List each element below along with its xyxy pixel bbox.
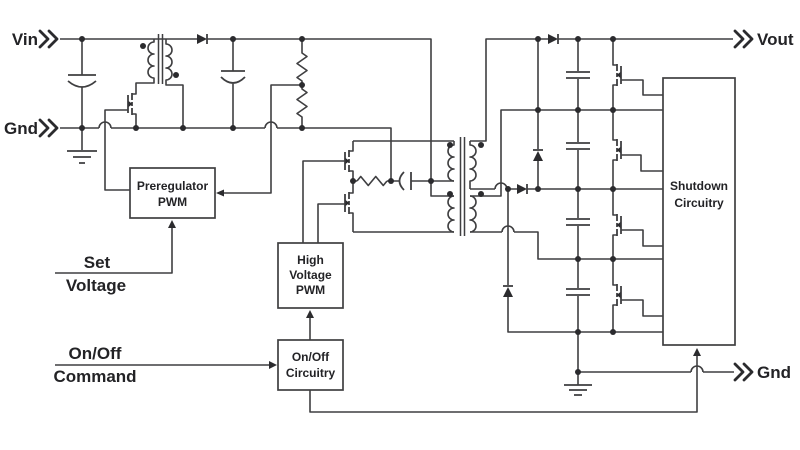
rectifier-diode-vout-rail [548, 34, 559, 44]
bulk-storage-capacitor [220, 39, 246, 128]
gnd-output-label: Gnd [757, 363, 791, 382]
phase-dot-icon [478, 191, 484, 197]
multiplier-capacitor-1 [566, 71, 590, 79]
phase-dot-icon [173, 72, 179, 78]
shutdown-circuitry-label-line2: Circuitry [674, 196, 724, 210]
main-transformer [447, 137, 484, 236]
junction-dots [79, 36, 616, 375]
multiplier-capacitor-3 [566, 218, 590, 226]
phase-dot-icon [140, 43, 146, 49]
set-voltage-line1: Set [84, 253, 111, 272]
vout-label: Vout [757, 30, 794, 49]
rectifier-diode-column-508 [503, 285, 513, 297]
series-mosfet-3 [612, 189, 622, 259]
resonant-capacitor [398, 171, 412, 191]
onoff-circuitry-label-line1: On/Off [292, 350, 330, 364]
ground-symbol-input [67, 128, 97, 164]
half-bridge-high-mosfet [344, 141, 354, 181]
rectifier-diode-mid-rail [517, 184, 528, 194]
shutdown-circuitry-label-line1: Shutdown [670, 179, 728, 193]
preregulator-pwm-box: Preregulator PWM [129, 167, 224, 228]
gnd-input-terminal: Gnd [4, 118, 59, 138]
chevron-right-icon [733, 362, 754, 382]
onoff-command-line1: On/Off [69, 344, 122, 363]
phase-dot-icon [478, 142, 484, 148]
onoff-command-arrowhead-icon [269, 361, 277, 369]
set-voltage-annotation: Set Voltage [66, 253, 126, 295]
preregulator-pwm-label-line1: Preregulator [137, 179, 209, 193]
preregulator-rectifier-diode [197, 34, 208, 44]
vout-terminal: Vout [733, 29, 794, 49]
onoff-command-line2: Command [53, 367, 136, 386]
shutdown-arrowhead-icon [693, 348, 701, 356]
feedback-arrowhead-icon [216, 189, 224, 197]
high-voltage-pwm-label-line2: Voltage [289, 268, 332, 282]
multiplier-capacitor-4 [566, 288, 590, 296]
series-mosfet-2 [612, 110, 622, 189]
ground-symbol-output [564, 384, 592, 396]
set-voltage-line2: Voltage [66, 276, 126, 295]
phase-dot-icon [447, 142, 453, 148]
input-filter-capacitor [67, 39, 97, 128]
series-mosfet-1 [612, 39, 622, 110]
high-voltage-pwm-label-line1: High [297, 253, 324, 267]
onoff-circuitry-label-line2: Circuitry [286, 366, 336, 380]
series-mosfet-4 [612, 259, 622, 332]
shutdown-circuitry-box: Shutdown Circuitry [662, 77, 736, 356]
chevron-right-icon [38, 118, 59, 138]
chevron-right-icon [38, 29, 59, 49]
high-voltage-pwm-label-line3: PWM [296, 283, 325, 297]
set-voltage-arrowhead-icon [168, 220, 176, 228]
onoff-command-annotation: On/Off Command [53, 344, 277, 386]
high-voltage-pwm-box: High Voltage PWM [277, 242, 344, 309]
vin-terminal: Vin [12, 29, 59, 49]
phase-dot-icon [447, 191, 453, 197]
resonant-resistor [356, 175, 388, 187]
wires [55, 38, 734, 413]
preregulator-transformer [132, 34, 184, 128]
onoff-circuitry-box: On/Off Circuitry [277, 310, 344, 391]
preregulator-mosfet [127, 93, 137, 128]
half-bridge-low-mosfet [344, 181, 354, 232]
multiplier-capacitor-2 [566, 142, 590, 150]
onoff-to-pwm-arrowhead-icon [306, 310, 314, 318]
rectifier-diode-column-538 [533, 149, 543, 161]
chevron-right-icon [733, 29, 754, 49]
gnd-input-label: Gnd [4, 119, 38, 138]
preregulator-pwm-label-line2: PWM [158, 195, 187, 209]
vin-label: Vin [12, 30, 38, 49]
gnd-output-terminal: Gnd [733, 362, 791, 382]
